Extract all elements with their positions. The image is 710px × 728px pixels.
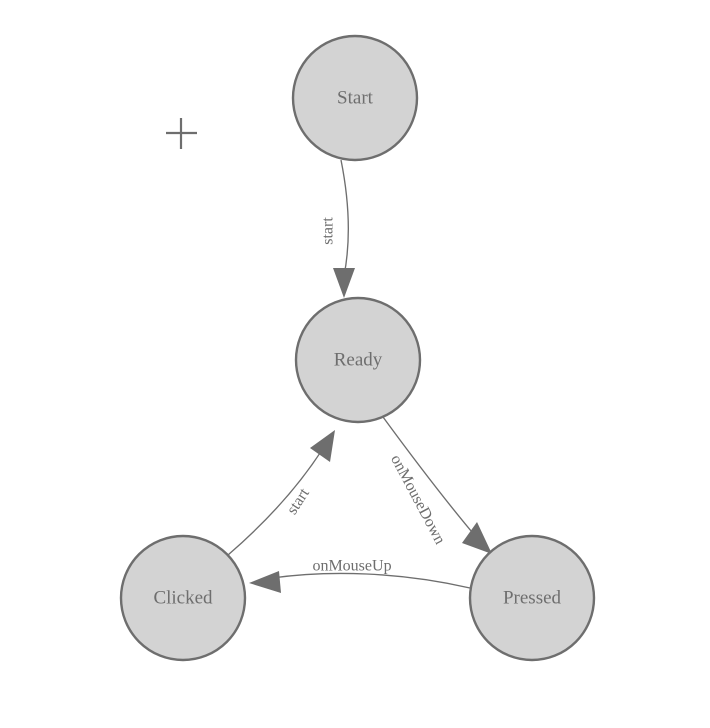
edge-ready-to-pressed[interactable]: onMouseDown [382,416,492,554]
node-label: Clicked [153,587,213,608]
node-label: Pressed [503,587,562,608]
node-clicked[interactable]: Clicked [119,534,247,662]
arrowhead-icon [333,268,355,298]
edge-start-to-ready[interactable]: start [320,159,355,298]
edge-label-start: start [320,217,337,245]
edge-label-start-return: start [284,485,314,518]
node-pressed[interactable]: Pressed [468,534,596,662]
node-shape[interactable] [468,534,596,662]
arrowhead-icon [249,571,281,593]
node-shape[interactable] [294,296,422,424]
edge-clicked-to-ready[interactable]: start [227,430,335,556]
node-start[interactable]: Start [291,34,419,162]
edge-path [271,572,471,589]
edge-path [227,449,323,556]
node-shape[interactable] [119,534,247,662]
edge-pressed-to-clicked[interactable]: onMouseUp [249,558,471,593]
arrowhead-icon [462,522,492,554]
node-shape[interactable] [291,34,419,162]
node-layer: Start Ready Clicked Pressed [119,34,596,662]
node-label: Ready [334,349,383,370]
crosshair-icon [166,118,197,149]
edge-path [382,416,478,539]
node-ready[interactable]: Ready [294,296,422,424]
arrowhead-icon [310,430,335,462]
edge-label-onmouseup: onMouseUp [312,558,391,575]
edge-label-onmousedown: onMouseDown [387,452,448,547]
node-label: Start [337,87,374,108]
edge-path [340,159,349,277]
